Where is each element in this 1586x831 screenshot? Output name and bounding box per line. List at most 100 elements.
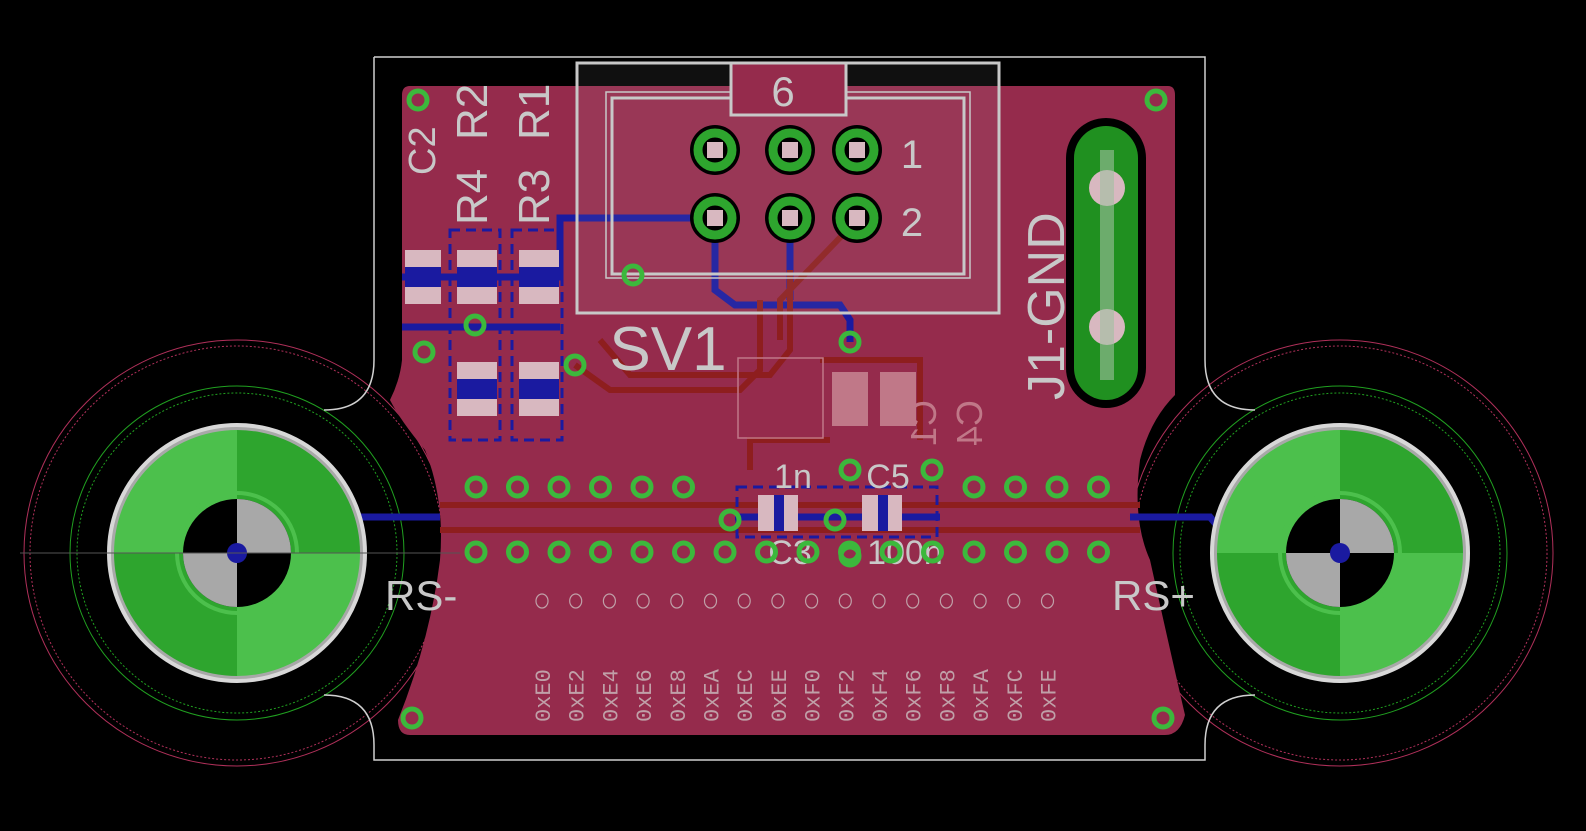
- mount-pad-right: [1210, 423, 1470, 683]
- address-label: 0xFA: [970, 668, 995, 722]
- via: [838, 330, 862, 354]
- mount-pad-left: [20, 423, 460, 683]
- test-hole: [703, 593, 718, 609]
- test-hole: [569, 593, 583, 609]
- c4-label: C4: [949, 400, 990, 446]
- via: [921, 540, 944, 564]
- c2-label: C2: [402, 126, 444, 175]
- test-hole: [906, 593, 920, 609]
- via: [1004, 540, 1027, 564]
- rs-plus-label: RS+: [1112, 572, 1195, 619]
- address-label: 0xF2: [835, 669, 860, 722]
- rs-minus-label: RS-: [385, 572, 457, 619]
- via: [589, 475, 612, 499]
- via: [838, 540, 861, 564]
- connector-j1: J1-GND: [1018, 118, 1146, 408]
- header-pad: [690, 125, 740, 175]
- vias: [400, 88, 1175, 730]
- via: [400, 706, 424, 730]
- address-label: 0xE6: [633, 669, 658, 722]
- header-pin-count-label: 6: [771, 68, 794, 115]
- test-hole: [737, 593, 751, 609]
- board-outline: [323, 56, 1256, 761]
- address-label: 0xEC: [734, 669, 759, 722]
- j1-label: J1-GND: [1018, 212, 1076, 400]
- address-label: 0xEE: [768, 669, 793, 722]
- via: [713, 540, 737, 564]
- header-row1-label: 1: [901, 133, 923, 177]
- address-label: 0xE8: [667, 669, 692, 722]
- r4-label: R4: [448, 169, 497, 225]
- via: [1045, 540, 1069, 564]
- address-label: 0xE2: [566, 669, 591, 722]
- smd-pads: [405, 228, 939, 539]
- header-pad: [832, 125, 882, 175]
- via: [464, 475, 488, 499]
- component-labels: C2 R4 R2 R3 R1 C1 C4 1n C5 C3 100n: [402, 84, 990, 572]
- c1-label: C1: [903, 400, 944, 446]
- test-hole: [804, 593, 819, 609]
- header-sv1: 6 1 2 SV1: [575, 61, 1001, 384]
- header-pad: [765, 125, 815, 175]
- test-hole: [973, 593, 987, 609]
- via: [464, 540, 488, 564]
- via: [547, 475, 571, 499]
- via: [1144, 88, 1168, 112]
- test-hole: [838, 593, 852, 609]
- via: [755, 540, 778, 564]
- address-label: 0xF8: [936, 669, 961, 722]
- address-label: 0xFC: [1004, 669, 1029, 722]
- address-label: 0xE4: [599, 669, 624, 722]
- via: [718, 508, 742, 532]
- header-pad: [690, 193, 740, 243]
- test-hole: [771, 593, 785, 609]
- via: [1045, 475, 1069, 499]
- c5-label: C5: [866, 458, 909, 496]
- via: [962, 540, 986, 564]
- address-label: 0xEA: [701, 668, 726, 722]
- test-hole: [670, 593, 684, 609]
- via: [672, 475, 695, 499]
- via: [506, 540, 529, 564]
- connector-label: SV1: [609, 315, 726, 384]
- via: [1004, 475, 1027, 499]
- via: [630, 540, 654, 564]
- board-copper-fill: [390, 86, 1185, 735]
- header-pads: [690, 125, 882, 243]
- c5-value-label: 100n: [867, 534, 943, 572]
- header-pad: [765, 193, 815, 243]
- test-hole: [939, 593, 954, 609]
- address-label: 0xF0: [802, 669, 827, 722]
- header-row2-label: 2: [901, 201, 923, 245]
- test-hole: [602, 593, 617, 609]
- test-hole: [872, 593, 886, 609]
- via: [823, 508, 847, 532]
- c3-value-label: 1n: [774, 458, 812, 496]
- r1-label: R1: [510, 84, 559, 140]
- address-label: 0xF4: [869, 669, 894, 722]
- via: [589, 540, 612, 564]
- via: [879, 540, 903, 564]
- via: [630, 475, 654, 499]
- via: [672, 540, 695, 564]
- address-label: 0xF6: [903, 669, 928, 722]
- via: [796, 540, 820, 564]
- via: [563, 353, 587, 377]
- via: [463, 313, 487, 337]
- address-label: 0xFE: [1038, 669, 1063, 722]
- test-hole: [1007, 593, 1021, 609]
- via: [962, 475, 986, 499]
- via: [920, 458, 944, 482]
- via: [406, 88, 430, 112]
- via: [621, 263, 645, 287]
- r2-label: R2: [448, 84, 497, 140]
- via: [1151, 706, 1175, 730]
- r3-label: R3: [510, 169, 559, 225]
- via: [547, 540, 571, 564]
- test-hole: [535, 593, 549, 609]
- via: [1087, 540, 1110, 564]
- test-hole: [1040, 593, 1055, 609]
- via: [506, 475, 529, 499]
